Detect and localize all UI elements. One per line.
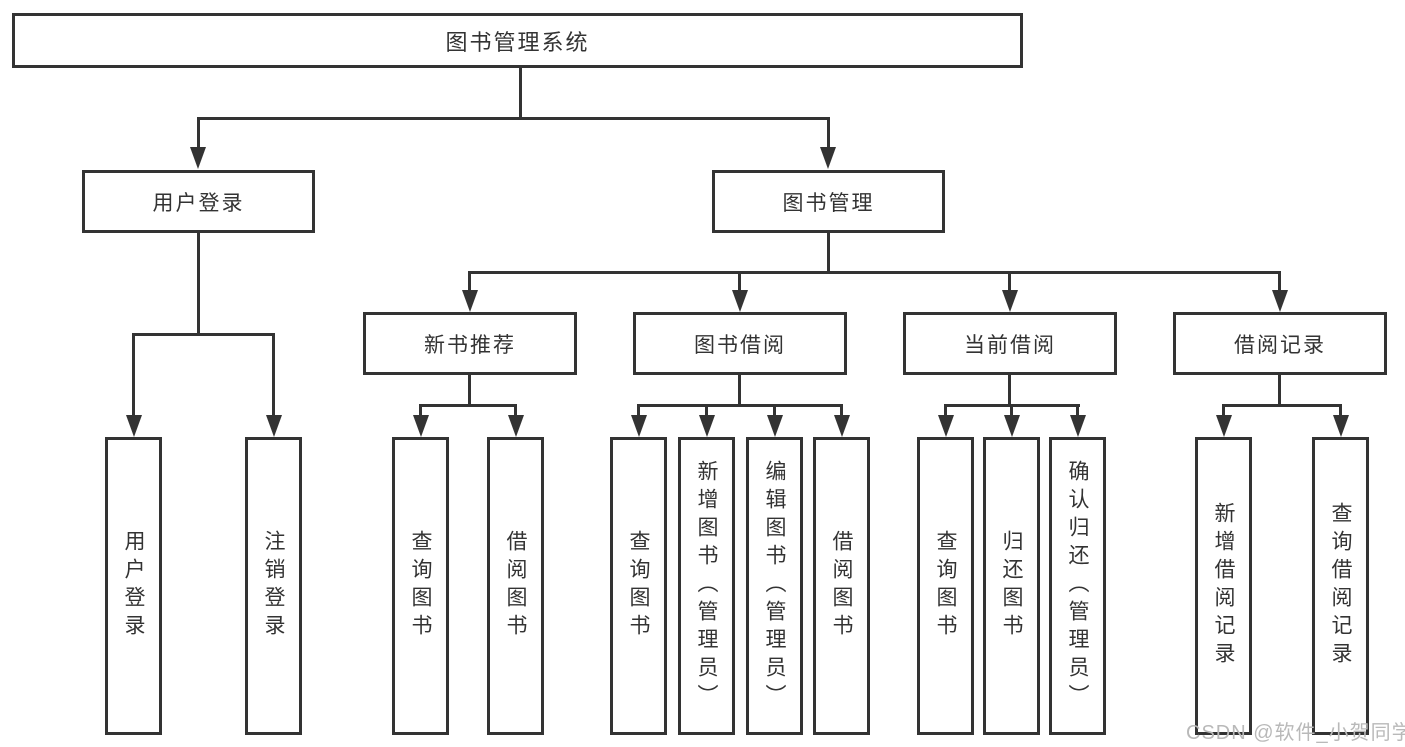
leaf-user-login: 用户登录 (105, 437, 162, 735)
leaf-add-book-admin: 新增图书（管理员） (678, 437, 735, 735)
connector-line (419, 404, 422, 418)
arrow-down-icon (1333, 415, 1349, 437)
connector-line (773, 404, 776, 418)
arrow-down-icon (1216, 415, 1232, 437)
connector-line (197, 233, 200, 336)
leaf-query-books-borrowing: 查询图书 (610, 437, 667, 735)
connector-line (738, 375, 741, 407)
node-user-login: 用户登录 (82, 170, 315, 233)
connector-line (840, 404, 843, 418)
connector-line (1222, 404, 1225, 418)
arrow-down-icon (266, 415, 282, 437)
node-new-book-recommend-label: 新书推荐 (424, 333, 516, 357)
node-borrowing-records: 借阅记录 (1173, 312, 1387, 375)
connector-line (468, 271, 1281, 274)
connector-line (514, 404, 517, 418)
leaf-add-book-admin-label: 新增图书（管理员） (695, 460, 718, 712)
connector-line (1008, 271, 1011, 293)
connector-line (637, 404, 640, 418)
node-book-management: 图书管理 (712, 170, 945, 233)
connector-line (637, 404, 843, 407)
leaf-borrow-books-recommend-label: 借阅图书 (504, 530, 527, 642)
connector-line (1339, 404, 1342, 418)
connector-line (468, 375, 471, 407)
connector-line (827, 117, 830, 149)
leaf-return-books-label: 归还图书 (1000, 530, 1023, 642)
leaf-borrow-books-borrowing-label: 借阅图书 (830, 530, 853, 642)
leaf-logout-label: 注销登录 (262, 530, 285, 642)
arrow-down-icon (834, 415, 850, 437)
arrow-down-icon (508, 415, 524, 437)
leaf-query-books-current: 查询图书 (917, 437, 974, 735)
leaf-borrow-books-recommend: 借阅图书 (487, 437, 544, 735)
leaf-query-borrow-record: 查询借阅记录 (1312, 437, 1369, 735)
node-root: 图书管理系统 (12, 13, 1023, 68)
node-book-borrowing-label: 图书借阅 (694, 333, 786, 357)
leaf-add-borrow-record-label: 新增借阅记录 (1212, 502, 1235, 670)
leaf-query-books-current-label: 查询图书 (934, 530, 957, 642)
arrow-down-icon (413, 415, 429, 437)
connector-line (827, 233, 830, 274)
connector-line (1008, 375, 1011, 407)
leaf-return-books: 归还图书 (983, 437, 1040, 735)
arrow-down-icon (938, 415, 954, 437)
connector-line (197, 117, 830, 120)
connector-line (272, 333, 275, 418)
arrow-down-icon (1070, 415, 1086, 437)
connector-line (1010, 404, 1013, 418)
node-borrowing-records-label: 借阅记录 (1234, 333, 1326, 357)
connector-line (419, 404, 517, 407)
node-new-book-recommend: 新书推荐 (363, 312, 577, 375)
node-root-label: 图书管理系统 (445, 29, 590, 55)
leaf-add-borrow-record: 新增借阅记录 (1195, 437, 1252, 735)
leaf-edit-book-admin-label: 编辑图书（管理员） (763, 460, 786, 712)
connector-line (1222, 404, 1342, 407)
connector-line (519, 68, 522, 118)
leaf-query-books-recommend-label: 查询图书 (409, 530, 432, 642)
arrow-down-icon (1272, 290, 1288, 312)
node-book-management-label: 图书管理 (782, 191, 875, 215)
arrow-down-icon (699, 415, 715, 437)
connector-line (1278, 271, 1281, 293)
connector-line (705, 404, 708, 418)
leaf-edit-book-admin: 编辑图书（管理员） (746, 437, 803, 735)
connector-line (197, 117, 200, 149)
csdn-watermark: CSDN @软件_小贺同学 (1186, 722, 1405, 744)
connector-line (468, 271, 471, 293)
arrow-down-icon (1004, 415, 1020, 437)
arrow-down-icon (820, 147, 836, 169)
leaf-user-login-label: 用户登录 (122, 530, 145, 642)
leaf-query-books-recommend: 查询图书 (392, 437, 449, 735)
node-book-borrowing: 图书借阅 (633, 312, 847, 375)
connector-line (1076, 404, 1079, 418)
arrow-down-icon (190, 147, 206, 169)
connector-line (944, 404, 947, 418)
connector-line (738, 271, 741, 293)
connector-line (132, 333, 135, 418)
arrow-down-icon (462, 290, 478, 312)
connector-line (1278, 375, 1281, 407)
leaf-query-books-borrowing-label: 查询图书 (627, 530, 650, 642)
leaf-logout: 注销登录 (245, 437, 302, 735)
leaf-borrow-books-borrowing: 借阅图书 (813, 437, 870, 735)
arrow-down-icon (1002, 290, 1018, 312)
node-user-login-label: 用户登录 (152, 191, 245, 215)
arrow-down-icon (631, 415, 647, 437)
leaf-confirm-return-admin: 确认归还（管理员） (1049, 437, 1106, 735)
arrow-down-icon (126, 415, 142, 437)
arrow-down-icon (732, 290, 748, 312)
leaf-query-borrow-record-label: 查询借阅记录 (1329, 502, 1352, 670)
leaf-confirm-return-admin-label: 确认归还（管理员） (1066, 460, 1089, 712)
connector-line (132, 333, 275, 336)
node-current-borrowing-label: 当前借阅 (964, 333, 1056, 357)
node-current-borrowing: 当前借阅 (903, 312, 1117, 375)
arrow-down-icon (767, 415, 783, 437)
